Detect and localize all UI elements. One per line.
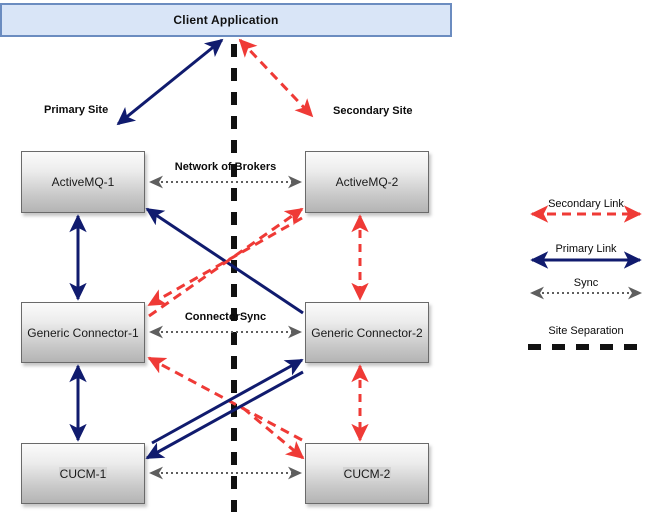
client-application-label: Client Application — [173, 13, 279, 27]
client-application-box — [0, 3, 452, 37]
link-gc2-cucm1-cross — [145, 370, 304, 460]
node-generic-connector-1: Generic Connector-1 — [21, 302, 145, 363]
node-cucm-1: CUCM-1 — [21, 443, 145, 504]
link-cucm1-gc2-cross — [151, 358, 304, 445]
node-generic-connector-2: Generic Connector-2 — [305, 302, 429, 363]
node-label: ActiveMQ-2 — [335, 175, 399, 189]
node-cucm-2: CUCM-2 — [305, 443, 429, 504]
link-client-primary — [116, 38, 224, 126]
edge-label-network-of-brokers: Network of Brokers — [174, 161, 277, 173]
node-label: CUCM-2 — [342, 466, 392, 481]
legend-label-primary-link: Primary Link — [555, 243, 617, 255]
node-activemq-1: ActiveMQ-1 — [21, 151, 145, 213]
node-label: CUCM-1 — [58, 466, 108, 481]
link-cucm2-gc1-cross — [147, 356, 303, 442]
primary-site-label: Primary Site — [44, 104, 109, 116]
node-label: Generic Connector-2 — [311, 325, 423, 340]
legend-label-sync: Sync — [573, 277, 599, 289]
link-gc2-amq1-cross — [145, 207, 304, 315]
node-label: Generic Connector-1 — [27, 325, 139, 340]
link-client-secondary — [238, 38, 314, 118]
legend-label-secondary-link: Secondary Link — [548, 198, 624, 210]
legend-label-site-separation: Site Separation — [548, 325, 624, 337]
node-activemq-2: ActiveMQ-2 — [305, 151, 429, 213]
secondary-site-label: Secondary Site — [333, 105, 413, 117]
link-gc1-amq2-cross — [148, 207, 304, 318]
node-label: ActiveMQ-1 — [51, 175, 115, 189]
link-gc1-cucm2-cross — [242, 406, 305, 460]
edge-label-connector-sync: ConnectorSync — [184, 311, 267, 323]
